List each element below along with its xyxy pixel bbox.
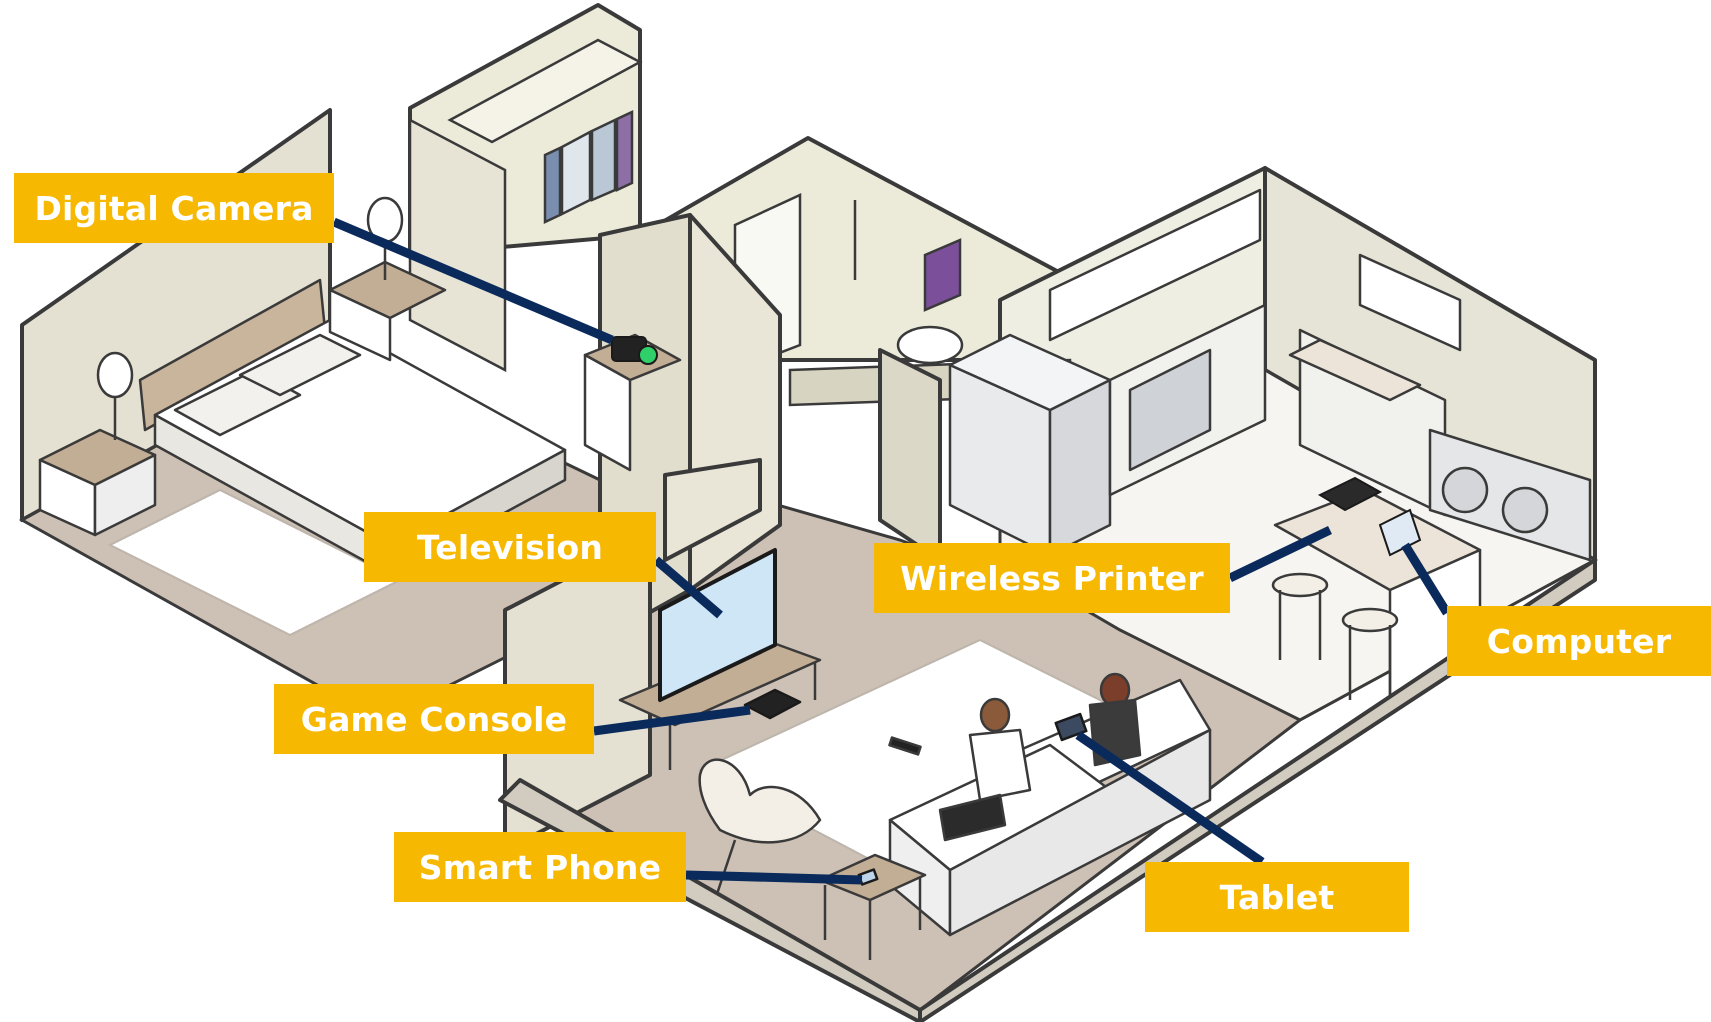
closet — [408, 38, 643, 373]
office-devices — [1317, 476, 1422, 557]
living-right-wall — [878, 348, 942, 562]
connector-tablet — [1075, 731, 1265, 866]
upper-cabinets-right — [1358, 253, 1462, 352]
label-computer-text: Computer — [1486, 621, 1672, 661]
connector-game-console — [593, 705, 751, 736]
stool-1-seat — [1271, 572, 1329, 598]
nightstand-right-front — [328, 288, 392, 362]
connectors — [332, 217, 1451, 885]
label-wireless-printer: Wireless Printer — [874, 543, 1230, 613]
connector-television — [653, 556, 723, 619]
label-tablet-text: Tablet — [1219, 877, 1335, 917]
connector-digital-camera — [332, 217, 614, 345]
connector-computer — [1401, 542, 1451, 616]
lamp-left-shade — [96, 351, 134, 399]
closet-clothes-light — [560, 129, 592, 217]
label-smart-phone-text: Smart Phone — [418, 847, 662, 887]
laptop-screen — [1378, 508, 1422, 557]
man-head — [979, 697, 1011, 733]
lounge-chair-leg — [713, 839, 737, 901]
bedroom-furniture — [38, 196, 682, 577]
towel — [923, 238, 962, 312]
label-wireless-printer-text: Wireless Printer — [900, 558, 1204, 598]
sink-counter — [1288, 338, 1422, 402]
printer-body — [1317, 476, 1383, 512]
front-wall-right — [918, 558, 1597, 1022]
closet-clothes-purple — [615, 110, 634, 192]
tv-screen — [658, 548, 777, 702]
stool-2-seat — [1341, 607, 1399, 633]
dresser-front — [583, 353, 632, 472]
tablet-device — [1054, 712, 1088, 742]
man-torso — [968, 728, 1032, 802]
label-smart-phone: Smart Phone — [394, 832, 686, 902]
camera-lens-ring — [638, 345, 658, 365]
closet-clothes-dark — [543, 146, 562, 224]
camera-device — [611, 336, 658, 365]
label-digital-camera-text: Digital Camera — [34, 188, 314, 228]
man-legs — [938, 793, 1007, 842]
pillow-2 — [238, 333, 362, 397]
washer-door — [1441, 466, 1489, 514]
living-partition — [663, 458, 762, 562]
stove — [1128, 348, 1212, 472]
nightstand-left-side — [93, 453, 157, 537]
tv-remote — [888, 736, 922, 756]
lounge-chair — [698, 758, 822, 844]
closet-shelf — [447, 38, 643, 144]
label-television: Television — [364, 512, 656, 582]
label-game-console: Game Console — [274, 684, 594, 754]
toilet — [896, 325, 964, 365]
kitchen — [948, 188, 1592, 702]
dryer-door — [1501, 486, 1549, 534]
label-game-console-text: Game Console — [300, 699, 568, 739]
upper-cabinets-left — [1048, 188, 1262, 342]
game-console-box — [743, 688, 802, 720]
label-computer: Computer — [1447, 606, 1711, 676]
connector-smart-phone — [685, 870, 863, 885]
connector-wireless-printer — [1228, 525, 1332, 583]
tv-setup — [618, 548, 822, 770]
label-tablet: Tablet — [1145, 862, 1409, 932]
closet-clothes-mid — [590, 118, 617, 202]
label-digital-camera: Digital Camera — [14, 173, 334, 243]
label-television-text: Television — [416, 527, 604, 567]
